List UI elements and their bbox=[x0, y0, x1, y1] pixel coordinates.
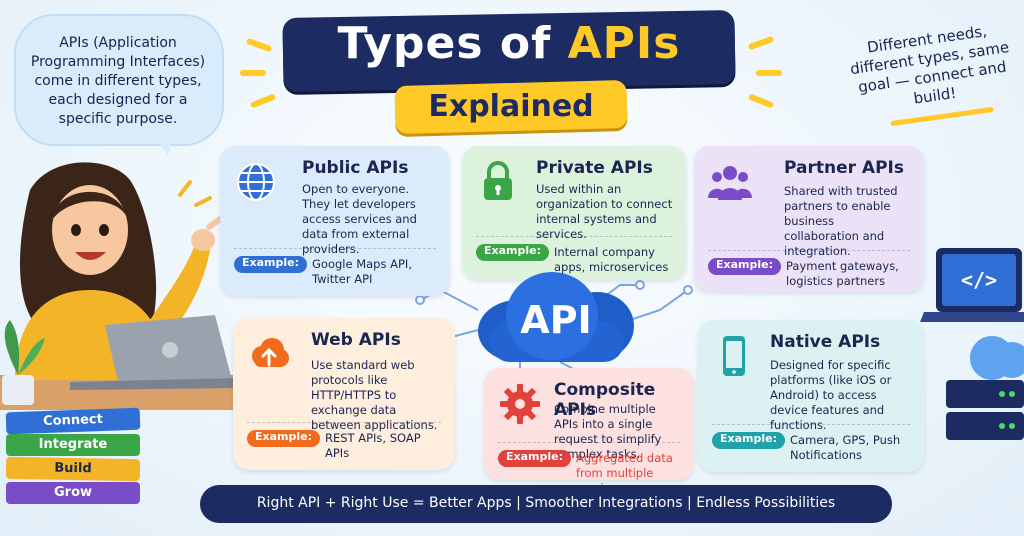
page-subtitle: Explained bbox=[428, 89, 594, 124]
lock-icon bbox=[476, 160, 520, 204]
example-badge: Example: bbox=[247, 430, 320, 447]
code-laptop-illustration bbox=[920, 248, 1024, 440]
cloud-shape bbox=[506, 272, 598, 360]
users-icon bbox=[707, 160, 753, 204]
card-divider bbox=[712, 424, 910, 426]
server-unit bbox=[946, 412, 1024, 440]
bottom-banner-text: Right API + Right Use = Better Apps | Sm… bbox=[256, 495, 836, 511]
example-badge: Example: bbox=[708, 258, 781, 275]
card-description: Open to everyone. They let developers ac… bbox=[302, 182, 417, 256]
gear-icon bbox=[498, 382, 542, 426]
card-example: REST APIs, SOAP APIs bbox=[325, 431, 421, 460]
card-description: Combine multiple APIs into a single requ… bbox=[554, 402, 662, 461]
card-title: Public APIs bbox=[302, 158, 409, 178]
example-badge: Example: bbox=[476, 244, 549, 261]
example-badge: Example: bbox=[498, 450, 571, 467]
globe-icon bbox=[234, 160, 278, 204]
api-cloud-label: API bbox=[520, 298, 592, 342]
card-example: Internal company apps, microservices bbox=[554, 245, 669, 274]
card-title: Partner APIs bbox=[784, 158, 904, 178]
server-unit bbox=[946, 380, 1024, 408]
example-badge: Example: bbox=[712, 432, 785, 449]
character-illustration bbox=[0, 162, 240, 410]
card-title: Native APIs bbox=[770, 332, 881, 352]
bottom-banner bbox=[200, 485, 892, 523]
card-divider bbox=[476, 236, 672, 238]
page-title: Types of APIs bbox=[337, 18, 681, 69]
card-title: Private APIs bbox=[536, 158, 653, 178]
card-divider bbox=[708, 250, 910, 252]
card-description: Used within an organization to connect i… bbox=[536, 182, 673, 241]
intro-speech-bubble bbox=[14, 14, 224, 146]
example-badge: Example: bbox=[234, 256, 307, 273]
book-grow: Grow bbox=[6, 482, 140, 504]
title-ray bbox=[240, 70, 266, 76]
plant-pot bbox=[2, 375, 34, 405]
card-example: Payment gateways, logistics partners bbox=[786, 259, 899, 288]
card-example: Aggregated data from multiple services bbox=[576, 451, 673, 495]
card-example: Camera, GPS, Push Notifications bbox=[790, 433, 901, 462]
card-divider bbox=[234, 248, 436, 250]
card-description: Designed for specific platforms (like iO… bbox=[770, 358, 892, 432]
card-title: Composite APIs bbox=[554, 380, 656, 420]
phone-icon bbox=[712, 334, 756, 378]
card-divider bbox=[498, 442, 680, 444]
card-example: Google Maps API, Twitter API bbox=[312, 257, 412, 286]
intro-text: APIs (Application Programming Interfaces… bbox=[30, 35, 206, 127]
title-ray bbox=[756, 70, 782, 76]
card-description: Shared with trusted partners to enable b… bbox=[784, 184, 898, 258]
book-integrate: Integrate bbox=[6, 434, 140, 456]
cloud-upload-icon bbox=[247, 332, 291, 376]
card-title: Web APIs bbox=[311, 330, 401, 350]
speech-bubble-tail bbox=[150, 130, 174, 156]
card-divider bbox=[247, 422, 441, 424]
card-description: Use standard web protocols like HTTP/HTT… bbox=[311, 358, 438, 432]
code-symbol: </> bbox=[960, 268, 998, 292]
